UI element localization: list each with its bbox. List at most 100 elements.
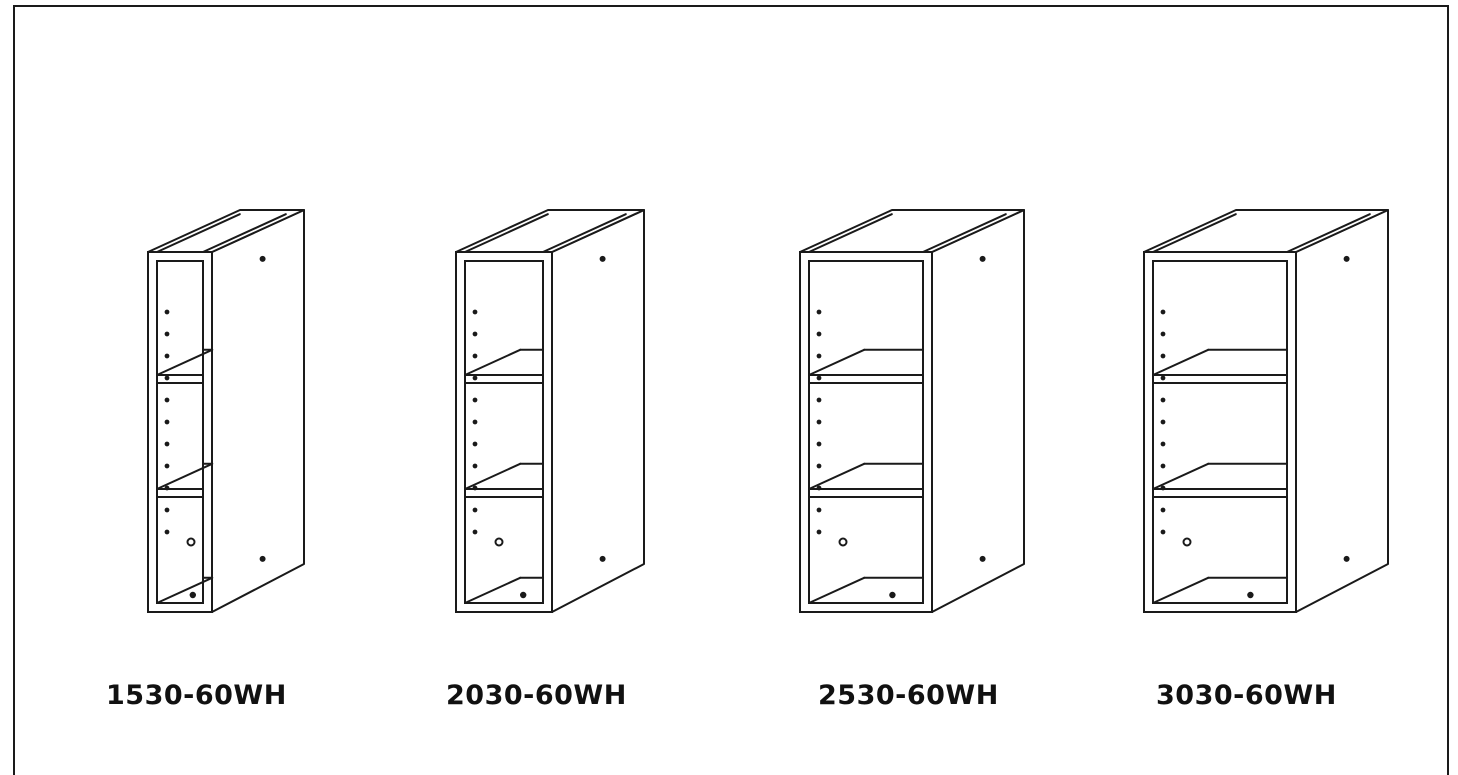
- shelf-pin-hole: [164, 375, 170, 381]
- shelf-pin-hole: [1160, 397, 1166, 403]
- shelf-pin-hole: [472, 529, 478, 535]
- shelf-pin-hole: [164, 463, 170, 469]
- shelf-pin-hole: [816, 507, 822, 513]
- model-label-3030: 3030-60WH: [1156, 680, 1337, 711]
- shelf-pin-hole: [472, 353, 478, 359]
- shelf-depth-line: [1152, 462, 1210, 490]
- side-panel: [551, 209, 645, 613]
- floor-hole: [189, 591, 197, 599]
- shelf-pin-hole: [164, 309, 170, 315]
- shelf-pin-hole: [816, 397, 822, 403]
- side-panel: [211, 209, 305, 613]
- shelf-pin-hole: [1160, 441, 1166, 447]
- mounting-hole: [1343, 555, 1350, 562]
- top-edge-line: [1152, 213, 1237, 253]
- front-opening: [808, 260, 924, 604]
- shelf-pin-hole: [816, 419, 822, 425]
- floor-hole: [1247, 591, 1254, 599]
- top-edge-line: [1286, 213, 1371, 253]
- mounting-hole: [599, 555, 606, 562]
- shelf-pin-hole: [816, 309, 822, 315]
- shelf-front-edge: [156, 488, 204, 498]
- cabinet-2030-60WH: [455, 209, 645, 613]
- front-opening: [1152, 260, 1288, 604]
- shelf-depth-line: [156, 462, 214, 490]
- page-border: [13, 5, 1449, 775]
- top-edge-line: [202, 213, 287, 253]
- front-opening: [156, 260, 204, 604]
- cam-fitting: [186, 537, 196, 547]
- shelf-pin-hole: [472, 331, 478, 337]
- shelf-pin-hole: [1160, 309, 1166, 315]
- shelf-depth-line: [156, 348, 214, 376]
- shelf-front-edge: [464, 488, 544, 498]
- cabinet-3030-60WH: [1143, 209, 1389, 613]
- top-edge-line: [464, 213, 549, 253]
- shelf-pin-hole: [472, 309, 478, 315]
- shelf-front-edge: [808, 374, 924, 384]
- mounting-hole: [259, 255, 266, 262]
- shelf-front-edge: [1152, 488, 1288, 498]
- shelf-pin-hole: [164, 485, 170, 491]
- shelf-pin-hole: [1160, 463, 1166, 469]
- shelf-pin-hole: [1160, 331, 1166, 337]
- shelf-depth-line: [1152, 348, 1210, 376]
- shelf-front-edge: [156, 374, 204, 384]
- floor-depth-line: [1152, 576, 1210, 604]
- top-edge-line: [922, 213, 1007, 253]
- shelf-pin-hole: [472, 375, 478, 381]
- shelf-pin-hole: [164, 441, 170, 447]
- shelf-front-edge: [808, 488, 924, 498]
- shelf-pin-hole: [472, 397, 478, 403]
- shelf-depth-line: [808, 462, 866, 490]
- floor-hole: [889, 591, 896, 599]
- side-panel: [931, 209, 1025, 613]
- shelf-pin-hole: [164, 397, 170, 403]
- shelf-pin-hole: [1160, 375, 1166, 381]
- shelf-pin-hole: [164, 507, 170, 513]
- shelf-pin-hole: [164, 353, 170, 359]
- shelf-pin-hole: [472, 419, 478, 425]
- mounting-hole: [259, 555, 266, 562]
- shelf-pin-hole: [164, 331, 170, 337]
- cabinet-1530-60WH: [147, 209, 305, 613]
- model-label-1530: 1530-60WH: [106, 680, 287, 711]
- shelf-pin-hole: [816, 375, 822, 381]
- shelf-pin-hole: [1160, 419, 1166, 425]
- shelf-pin-hole: [816, 529, 822, 535]
- shelf-front-edge: [1152, 374, 1288, 384]
- floor-depth-line: [808, 576, 866, 604]
- shelf-pin-hole: [1160, 353, 1166, 359]
- shelf-pin-hole: [472, 463, 478, 469]
- shelf-pin-hole: [816, 485, 822, 491]
- shelf-pin-hole: [472, 485, 478, 491]
- top-edge-line: [156, 213, 241, 253]
- mounting-hole: [599, 255, 606, 262]
- shelf-pin-hole: [164, 419, 170, 425]
- mounting-hole: [979, 555, 986, 562]
- shelf-pin-hole: [816, 463, 822, 469]
- mounting-hole: [979, 255, 986, 262]
- cam-fitting: [838, 537, 848, 547]
- cam-fitting: [494, 537, 504, 547]
- cam-fitting: [1182, 537, 1192, 547]
- side-panel: [1295, 209, 1389, 613]
- model-label-2030: 2030-60WH: [446, 680, 627, 711]
- floor-depth-line: [464, 576, 522, 604]
- shelf-pin-hole: [1160, 529, 1166, 535]
- top-edge-line: [808, 213, 893, 253]
- floor-hole: [520, 591, 527, 599]
- shelf-pin-hole: [1160, 485, 1166, 491]
- shelf-depth-line: [464, 462, 522, 490]
- top-edge-line: [542, 213, 627, 253]
- shelf-pin-hole: [472, 441, 478, 447]
- shelf-pin-hole: [164, 529, 170, 535]
- shelf-pin-hole: [816, 353, 822, 359]
- mounting-hole: [1343, 255, 1350, 262]
- shelf-pin-hole: [472, 507, 478, 513]
- floor-depth-line: [156, 576, 214, 604]
- shelf-pin-hole: [1160, 507, 1166, 513]
- shelf-pin-hole: [816, 441, 822, 447]
- shelf-pin-hole: [816, 331, 822, 337]
